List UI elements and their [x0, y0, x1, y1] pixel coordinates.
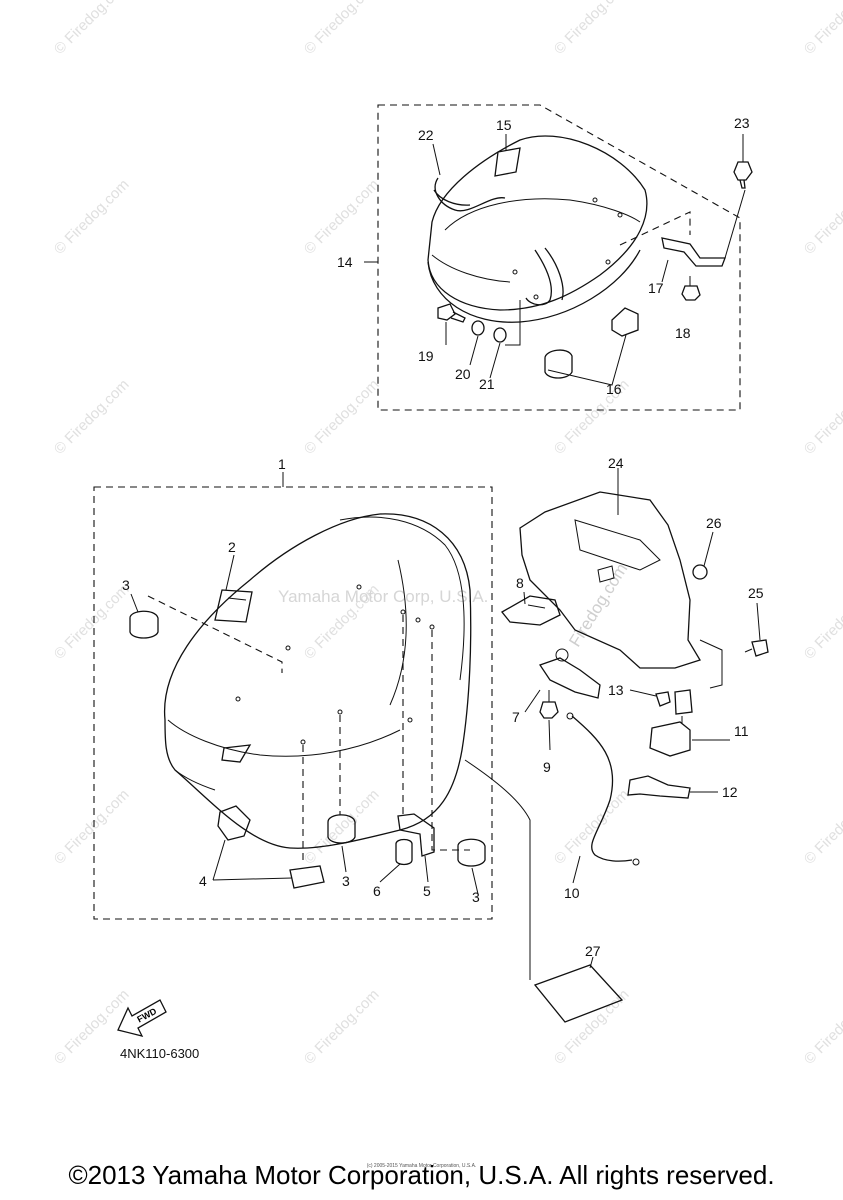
callout-15: 15: [496, 117, 512, 133]
caution-label: [533, 964, 624, 1023]
watermark-text: © Firedog.com: [51, 786, 133, 868]
watermark-text: © Firedog.com: [801, 786, 843, 868]
callout-3: 3: [472, 889, 480, 905]
callout-23: 23: [734, 115, 750, 131]
callout-13: 13: [608, 682, 624, 698]
callout-labels: 1 2 3 3 3 4 5 6 7 8 9 10 11 12 13 14 15 …: [122, 115, 764, 959]
callout-27: 27: [585, 943, 601, 959]
callout-20: 20: [455, 366, 471, 382]
watermark-text: © Firedog.com: [801, 581, 843, 663]
callout-26: 26: [706, 515, 722, 531]
callout-3: 3: [122, 577, 130, 593]
callout-1: 1: [278, 456, 286, 472]
lock-holder: [627, 775, 691, 799]
watermark-text: © Firedog.com: [51, 376, 133, 458]
group-1-outline: [93, 486, 493, 920]
watermark-text: © Firedog.com: [301, 376, 383, 458]
watermark-text: © Firedog.com: [551, 0, 633, 58]
fwd-label: FWD: [135, 1006, 158, 1025]
callout-6: 6: [373, 883, 381, 899]
damper-16a: [611, 307, 639, 337]
callout-18: 18: [675, 325, 691, 341]
main-seat-assembly: [129, 513, 531, 980]
callout-22: 22: [418, 127, 434, 143]
watermark-text: © Firedog.com: [801, 986, 843, 1068]
watermark-text: © Firedog.com: [801, 176, 843, 258]
washer-21: [493, 327, 507, 343]
emblem: [494, 147, 521, 177]
seat-lock-cable: [571, 715, 633, 862]
callout-3: 3: [342, 873, 350, 889]
watermark-text: © Firedog.com: [801, 376, 843, 458]
watermark-text: © Firedog.com: [301, 986, 383, 1068]
watermark-center-text: Yamaha Motor Corp, U.S.A.: [278, 587, 488, 606]
callout-4: 4: [199, 873, 207, 889]
seat-emblem: [214, 589, 253, 623]
bracket-8: [501, 595, 561, 626]
watermark-text: © Firedog.com: [51, 176, 133, 258]
rear-seat-assembly: [427, 135, 753, 379]
callout-11: 11: [734, 723, 749, 739]
callout-8: 8: [516, 575, 524, 591]
side-parts: [501, 491, 769, 1023]
watermark-text: © Firedog.com: [551, 786, 633, 868]
bolt-19: [437, 303, 456, 321]
callout-21: 21: [479, 376, 495, 392]
damper-16b: [544, 349, 573, 379]
watermark-grid: © Firedog.com © Firedog.com © Firedog.co…: [51, 0, 843, 1068]
watermark-text: © Firedog.com: [51, 581, 133, 663]
footer-copyright: ©2013 Yamaha Motor Corporation, U.S.A. A…: [68, 1160, 775, 1190]
callout-9: 9: [543, 759, 551, 775]
bracket-5: [397, 813, 435, 857]
callout-24: 24: [608, 455, 624, 471]
callout-10: 10: [564, 885, 580, 901]
grab-bar: [434, 177, 506, 212]
callout-17: 17: [648, 280, 664, 296]
callout-5: 5: [423, 883, 431, 899]
callout-19: 19: [418, 348, 434, 364]
drawing-code: 4NK110-6300: [120, 1046, 200, 1061]
seat-lock: [649, 721, 691, 757]
collar-26: [692, 564, 708, 580]
footer-small-print: (c) 2005-2015 Yamaha Motor Corporation, …: [366, 1163, 477, 1169]
nut-18: [681, 285, 701, 301]
callout-12: 12: [722, 784, 738, 800]
callout-2: 2: [228, 539, 236, 555]
side-cover: [519, 491, 701, 669]
main-seat: [163, 513, 472, 849]
clip-4b: [289, 865, 325, 889]
washer-20: [471, 320, 485, 336]
watermark-text: © Firedog.com: [801, 0, 843, 58]
damper-3b: [327, 814, 356, 844]
leader-lines: [130, 134, 761, 969]
callout-16: 16: [606, 381, 622, 397]
bracket-17: [661, 237, 726, 267]
bolt-23: [733, 161, 753, 181]
watermark-text: © Firedog.com: [301, 0, 383, 58]
group-14-outline: [377, 104, 741, 411]
callout-25: 25: [748, 585, 764, 601]
rear-seat-cushion: [427, 135, 648, 311]
watermark-text: © Firedog.com: [51, 0, 133, 58]
collar-6: [395, 838, 413, 866]
watermark-text: © Firedog.com: [301, 786, 383, 868]
bolt-25: [751, 639, 769, 657]
fwd-arrow: FWD: [117, 999, 167, 1037]
bolt-13: [655, 691, 671, 707]
callout-7: 7: [512, 709, 520, 725]
callout-14: 14: [337, 254, 353, 270]
bracket-7: [538, 657, 601, 699]
clip-4a: [217, 805, 251, 841]
damper-3a: [129, 610, 159, 639]
damper-3c: [457, 838, 486, 867]
bolt-9: [539, 701, 559, 719]
watermark-text: © Firedog.com: [301, 176, 383, 258]
